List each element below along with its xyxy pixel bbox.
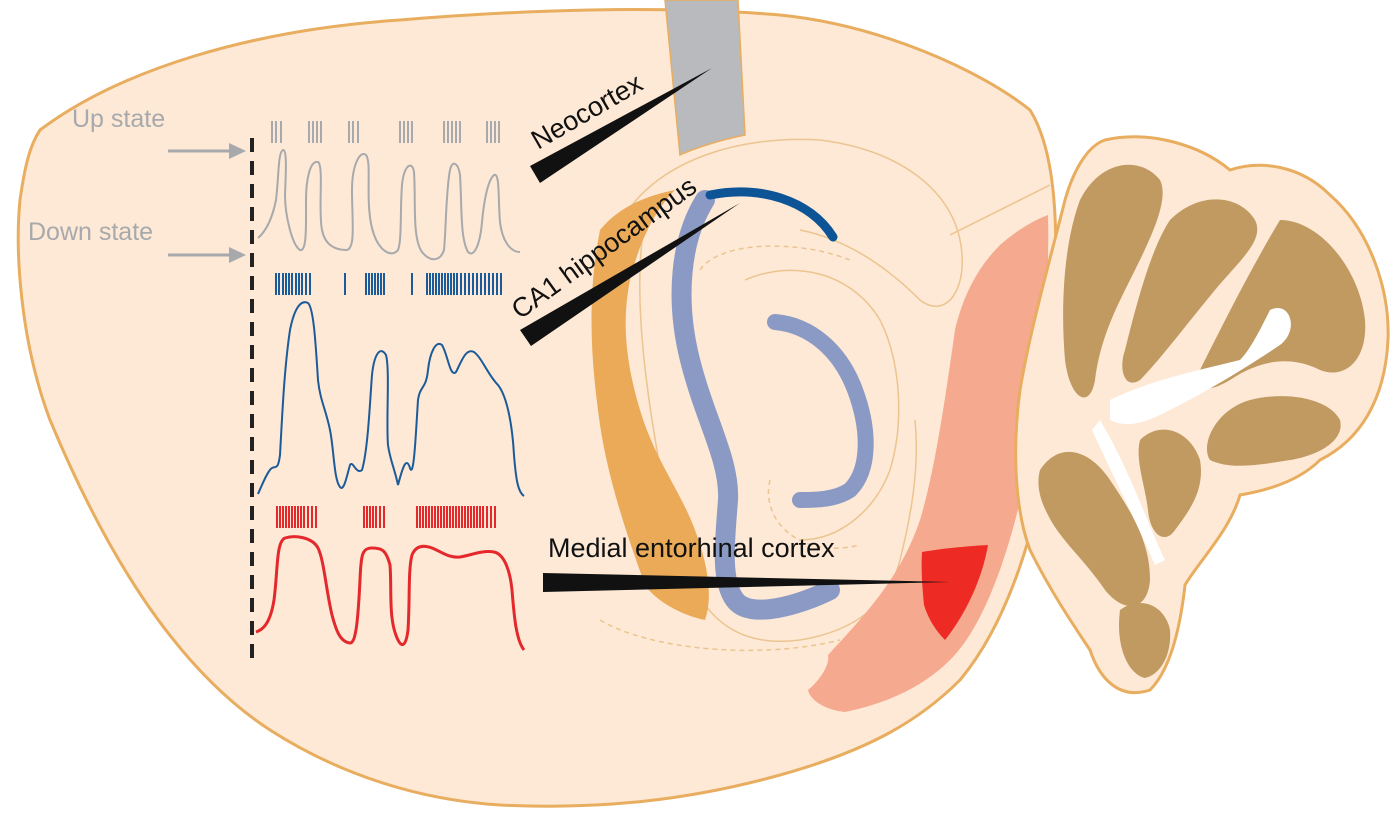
- ca1-membrane-trace: [257, 301, 525, 497]
- cerebellum-folia-2: [1122, 199, 1258, 383]
- cerebellum-folia-4: [1206, 396, 1341, 466]
- hippocampus-inner: [767, 314, 874, 508]
- up-state-label: Up state: [72, 105, 165, 133]
- mec-membrane-trace: [255, 535, 526, 651]
- cerebellum-folia-6: [1138, 429, 1201, 538]
- mec-electrode: [543, 573, 950, 592]
- medial-entorhinal-cortex-label: Medial entorhinal cortex: [548, 533, 835, 563]
- cerebellum-folia-7: [1119, 602, 1171, 678]
- neocortex-electrode-shaft: [664, 0, 746, 157]
- cerebellum-white-matter: [1092, 308, 1291, 565]
- hippocampus-outer: [671, 190, 840, 620]
- cortex-inner-outline: [624, 138, 963, 307]
- neocortex-membrane-trace: [257, 148, 521, 261]
- cerebellum-folia-3: [1196, 220, 1366, 389]
- dentate-dashed-outline: [599, 245, 861, 652]
- hippocampal-outline: [639, 219, 918, 642]
- cerebellum-folia-1: [1063, 164, 1163, 398]
- cerebellum: [1014, 135, 1390, 695]
- ca1-electrode: [520, 203, 740, 346]
- mec-recording-region: [921, 545, 988, 640]
- down-state-arrow: [168, 247, 246, 263]
- hippocampal-inner-outline: [744, 269, 900, 541]
- neocortex-electrode: [530, 68, 712, 183]
- subiculum-region: [591, 190, 709, 620]
- ca1-spike-raster: [275, 273, 502, 295]
- fiber-line: [949, 184, 1051, 236]
- entorhinal-band: [808, 215, 1049, 712]
- down-state-label: Down state: [28, 218, 153, 246]
- neocortex-spike-raster: [271, 121, 500, 143]
- mec-spike-raster: [276, 506, 496, 528]
- cerebellum-folia-5: [1038, 451, 1150, 607]
- ca1-region: [705, 187, 838, 242]
- up-state-arrow: [168, 143, 246, 159]
